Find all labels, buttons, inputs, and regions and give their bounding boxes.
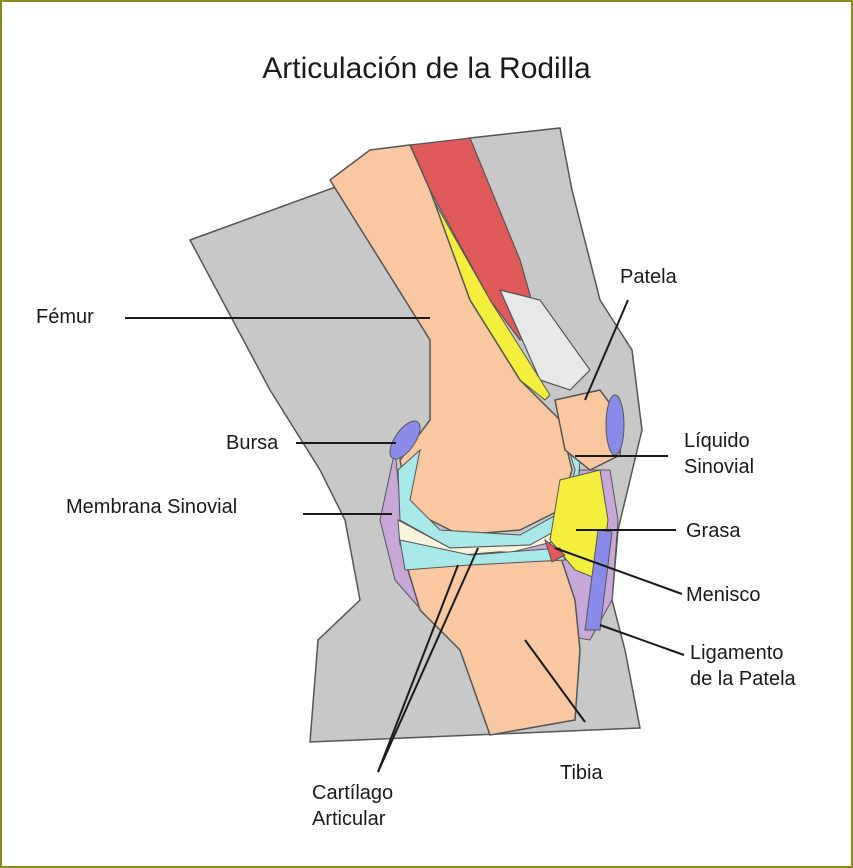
label-menisco-text: Menisco [686,582,760,608]
label-cartilago-articular: Cartílago Articular [312,780,393,832]
label-bursa-text: Bursa [226,430,278,456]
label-patela: Patela [620,264,677,290]
label-ligamento-line2: de la Patela [690,666,796,692]
label-bursa: Bursa [226,430,278,456]
label-membrana-sinovial: Membrana Sinovial [66,494,237,520]
label-membrana-text: Membrana Sinovial [66,494,237,520]
label-grasa-text: Grasa [686,518,740,544]
label-cartilago-line2: Articular [312,806,393,832]
label-grasa: Grasa [686,518,740,544]
label-cartilago-line1: Cartílago [312,780,393,806]
diagram-title: Articulación de la Rodilla [0,52,853,86]
label-ligamento-patela: Ligamento de la Patela [690,640,796,692]
label-ligamento-line1: Ligamento [690,640,796,666]
label-femur-text: Fémur [36,304,94,330]
label-liquido-line1: Líquido [684,428,754,454]
prepatellar-bursa [606,395,624,455]
label-liquido-sinovial: Líquido Sinovial [684,428,754,480]
label-tibia-text: Tibia [560,760,603,786]
label-liquido-line2: Sinovial [684,454,754,480]
label-menisco: Menisco [686,582,760,608]
label-patela-text: Patela [620,264,677,290]
label-tibia: Tibia [560,760,603,786]
label-femur: Fémur [36,304,94,330]
